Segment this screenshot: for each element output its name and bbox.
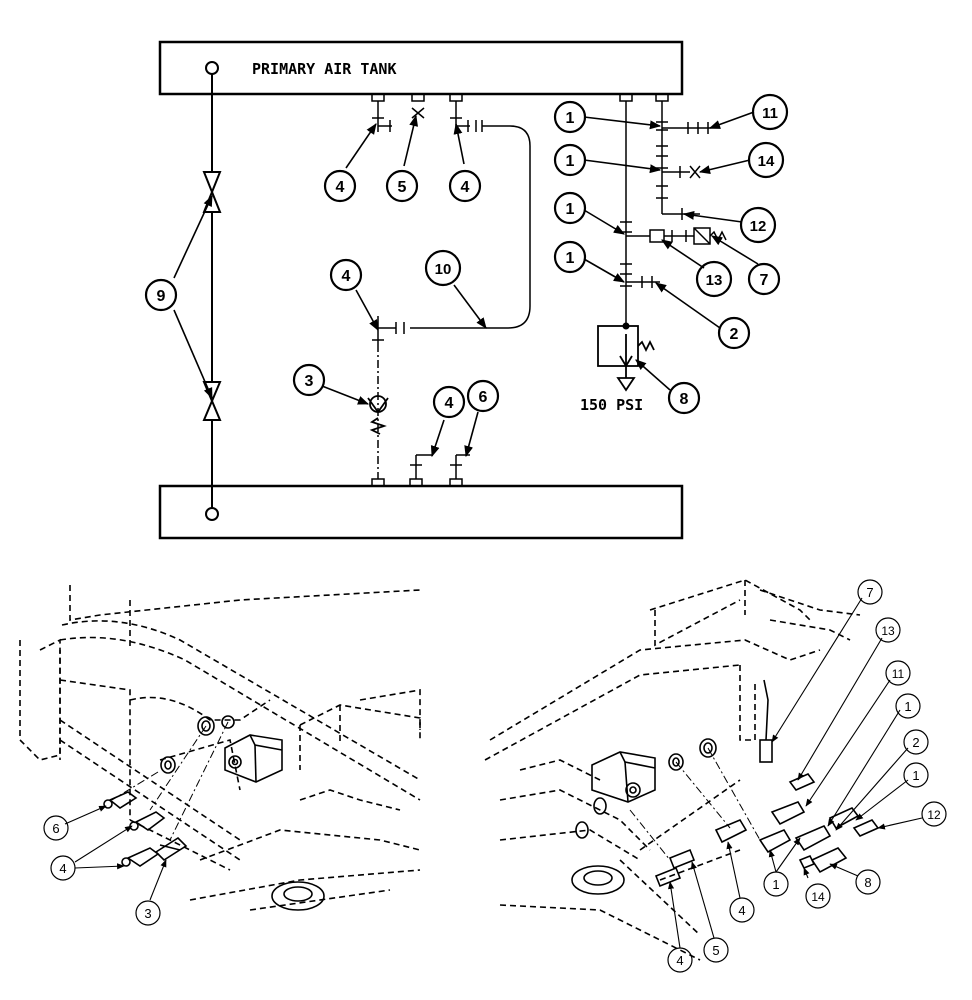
- svg-text:7: 7: [866, 585, 873, 600]
- svg-text:4: 4: [445, 395, 454, 412]
- callout-balloon: 13: [875, 617, 901, 643]
- callout-balloon: 1: [553, 240, 587, 274]
- leader-lines: [173, 111, 759, 458]
- svg-text:4: 4: [59, 861, 66, 876]
- svg-text:13: 13: [881, 624, 895, 638]
- manifold: [620, 101, 727, 326]
- callout-balloon: 3: [135, 900, 161, 926]
- svg-text:12: 12: [750, 218, 767, 235]
- svg-text:14: 14: [811, 890, 825, 904]
- svg-text:3: 3: [305, 373, 314, 390]
- primary-air-tank: [158, 40, 684, 96]
- callout-balloon: 1: [903, 762, 929, 788]
- svg-text:1: 1: [912, 768, 919, 783]
- callout-balloon: 1: [553, 191, 587, 225]
- callout-balloon: 1: [553, 143, 587, 177]
- callout-balloon: 5: [703, 937, 729, 963]
- svg-text:6: 6: [479, 389, 488, 406]
- callout-balloon: 3: [292, 363, 326, 397]
- callout-balloon: 9: [144, 278, 178, 312]
- callout-balloon: 10: [424, 249, 462, 287]
- callout-balloon: 14: [805, 883, 831, 909]
- left-frame-view: [19, 585, 421, 911]
- callout-balloon: 6: [43, 815, 69, 841]
- right-balloons: 7 13 11 1 2 1 12 1 14 8 4 5 4: [667, 579, 947, 973]
- pressure-label: 150 PSI: [580, 396, 643, 414]
- svg-text:1: 1: [566, 250, 575, 267]
- svg-text:4: 4: [738, 903, 745, 918]
- callout-balloon: 4: [667, 947, 693, 973]
- svg-text:10: 10: [435, 261, 452, 278]
- svg-text:6: 6: [52, 821, 59, 836]
- callout-balloon: 4: [432, 385, 466, 419]
- callout-balloon: 5: [385, 169, 419, 203]
- callout-balloon: 14: [747, 141, 785, 179]
- callout-balloon: 2: [717, 316, 751, 350]
- callout-balloon: 7: [857, 579, 883, 605]
- svg-text:14: 14: [758, 153, 775, 170]
- callout-balloon: 4: [323, 169, 357, 203]
- svg-text:8: 8: [864, 875, 871, 890]
- svg-text:3: 3: [144, 906, 151, 921]
- svg-text:11: 11: [762, 105, 778, 122]
- svg-text:9: 9: [157, 288, 166, 305]
- svg-text:1: 1: [566, 201, 575, 218]
- svg-text:5: 5: [398, 179, 407, 196]
- svg-text:4: 4: [676, 953, 683, 968]
- svg-text:13: 13: [706, 272, 723, 289]
- callout-balloon: 11: [751, 93, 789, 131]
- svg-text:12: 12: [927, 808, 941, 822]
- svg-text:2: 2: [912, 735, 919, 750]
- callout-balloon: 7: [747, 262, 781, 296]
- callout-balloon: 12: [921, 801, 947, 827]
- callout-balloon: 11: [885, 660, 911, 686]
- svg-text:7: 7: [760, 272, 769, 289]
- svg-text:1: 1: [772, 877, 779, 892]
- left-balloons: 6 4 3: [43, 815, 161, 926]
- tank-port-icon: [205, 507, 219, 521]
- svg-text:8: 8: [680, 391, 689, 408]
- fittings-bottom: [410, 454, 470, 479]
- primary-tank-label: PRIMARY AIR TANK: [252, 60, 397, 78]
- schematic: PRIMARY AIR TANK: [144, 40, 789, 540]
- right-frame-view: [484, 579, 880, 961]
- callout-balloon: 1: [553, 100, 587, 134]
- right-leaders: [667, 597, 923, 949]
- callout-balloon: 2: [903, 729, 929, 755]
- svg-text:4: 4: [342, 268, 351, 285]
- callout-balloon: 4: [729, 897, 755, 923]
- callout-balloon: 8: [855, 869, 881, 895]
- check-valve-icon: [367, 395, 389, 435]
- callout-balloon: 1: [763, 871, 789, 897]
- left-leaders: [64, 805, 167, 901]
- svg-text:1: 1: [566, 153, 575, 170]
- callout-balloon: 4: [448, 169, 482, 203]
- schematic-balloons: 1 1 1 1 2 3 4 4 4 4 5 6 7 8 9 10 11 12 1…: [144, 93, 789, 419]
- callout-balloon: 12: [739, 206, 777, 244]
- callout-balloon: 6: [466, 379, 500, 413]
- svg-text:5: 5: [712, 943, 719, 958]
- svg-text:4: 4: [461, 179, 470, 196]
- svg-text:11: 11: [892, 667, 905, 681]
- tank-port-icon: [205, 61, 219, 75]
- fittings-left: [372, 101, 531, 344]
- relief-valve-icon: [597, 325, 655, 392]
- svg-text:1: 1: [566, 110, 575, 127]
- svg-text:2: 2: [730, 326, 739, 343]
- svg-text:4: 4: [336, 179, 345, 196]
- callout-balloon: 13: [695, 260, 733, 298]
- svg-text:1: 1: [904, 699, 911, 714]
- callout-balloon: 4: [329, 258, 363, 292]
- callout-balloon: 1: [895, 693, 921, 719]
- callout-balloon: 8: [667, 381, 701, 415]
- secondary-air-tank: [158, 484, 684, 540]
- callout-balloon: 4: [50, 855, 76, 881]
